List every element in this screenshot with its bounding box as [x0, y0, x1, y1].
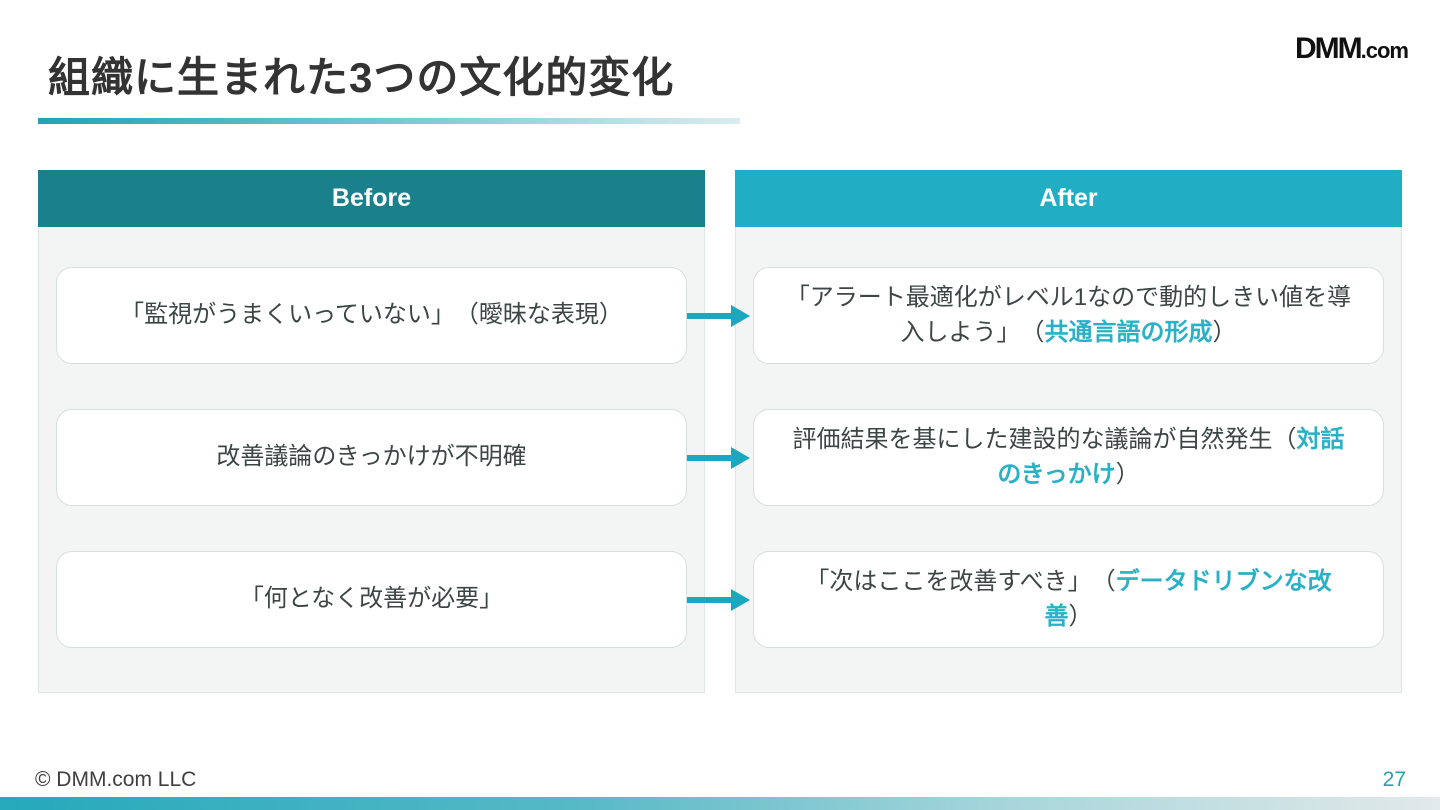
dmm-logo: DMM .com [1294, 32, 1409, 66]
footer-copyright: © DMM.com LLC [35, 768, 197, 791]
page-title: 組織に生まれた3つの文化的変化 [48, 54, 675, 101]
before-card-3-text: 「何となく改善が必要」 [239, 585, 504, 613]
arrow-head [731, 589, 750, 611]
before-panel-body: 「監視がうまくいっていない」 （曖昧な表現） 改善議論のきっかけが不明確 「何と… [39, 227, 704, 648]
before-card-2-text: 改善議論のきっかけが不明確 [216, 443, 527, 471]
dmm-logo-brand: DMM [1294, 32, 1363, 65]
after-panel: After 「アラート最適化がレベル1なので動的しきい値を導入しよう」 （共通言… [735, 170, 1402, 693]
arrow-head [731, 447, 750, 469]
after-card-2: 評価結果を基にした建設的な議論が自然発生（対話のきっかけ） [753, 409, 1384, 506]
after-card-3: 「次はここを改善すべき」 （データドリブンな改善） [753, 551, 1384, 648]
page-number: 27 [1382, 768, 1406, 791]
before-card-2: 改善議論のきっかけが不明確 [56, 409, 687, 506]
arrow-shaft [687, 597, 733, 603]
after-card-3-text: 「次はここを改善すべき」 （データドリブンな改善） [805, 567, 1332, 630]
before-header: Before [38, 170, 705, 227]
after-header: After [735, 170, 1402, 227]
title-underline-rule [38, 118, 740, 124]
after-card-1: 「アラート最適化がレベル1なので動的しきい値を導入しよう」 （共通言語の形成） [753, 267, 1384, 364]
arrow-shaft [687, 455, 733, 461]
arrow-head [731, 305, 750, 327]
before-card-1: 「監視がうまくいっていない」 （曖昧な表現） [56, 267, 687, 364]
arrow-shaft [687, 313, 733, 319]
after-card-3-accent: データドリブンな改善 [1044, 567, 1332, 630]
arrow-right-icon [687, 447, 750, 469]
arrow-right-icon [687, 305, 750, 327]
before-card-3: 「何となく改善が必要」 [56, 551, 687, 648]
arrow-right-icon [687, 589, 750, 611]
after-card-1-text: 「アラート最適化がレベル1なので動的しきい値を導入しよう」 （共通言語の形成） [785, 283, 1352, 346]
after-card-2-accent: 対話のきっかけ [997, 425, 1345, 488]
after-card-1-accent: 共通言語の形成 [1044, 318, 1213, 346]
before-panel: Before 「監視がうまくいっていない」 （曖昧な表現） 改善議論のきっかけが… [38, 170, 705, 693]
after-panel-body: 「アラート最適化がレベル1なので動的しきい値を導入しよう」 （共通言語の形成） … [736, 227, 1401, 648]
dmm-logo-suffix: .com [1360, 38, 1409, 63]
before-card-1-text: 「監視がうまくいっていない」 （曖昧な表現） [120, 301, 623, 329]
after-card-2-text: 評価結果を基にした建設的な議論が自然発生（対話のきっかけ） [792, 425, 1345, 488]
bottom-gradient-bar [0, 797, 1440, 810]
